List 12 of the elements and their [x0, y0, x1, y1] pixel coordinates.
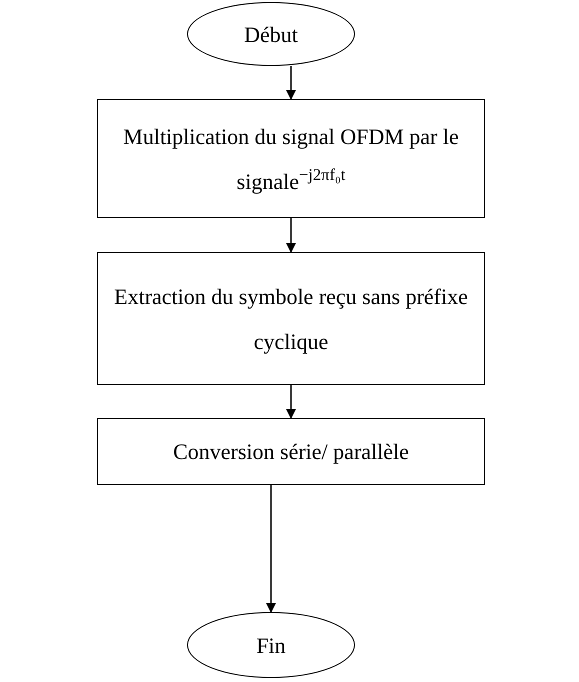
node-label: Début [244, 20, 298, 48]
arrow [286, 385, 296, 419]
process-box [97, 252, 485, 385]
node-label: Conversion série/ parallèle [173, 438, 409, 466]
process-box [97, 99, 485, 218]
process-box [97, 418, 485, 485]
arrow [266, 485, 276, 613]
node-label: Fin [256, 632, 286, 660]
node-label: Multiplication du signal OFDM par le signale$^{−j2πf₀t}$ [122, 122, 460, 196]
node-label: Extraction du symbole reçu sans préfixe cyclique [113, 282, 469, 356]
arrow [286, 66, 296, 100]
arrow [286, 218, 296, 253]
